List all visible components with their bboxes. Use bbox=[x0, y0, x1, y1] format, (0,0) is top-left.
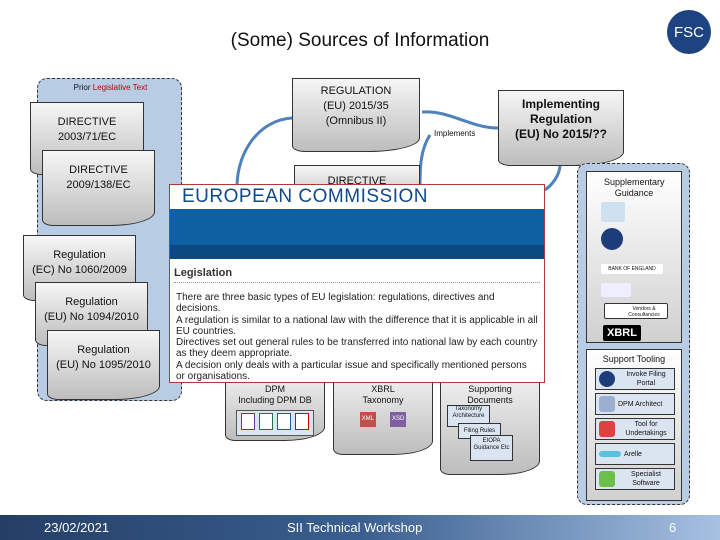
tool-arelle[interactable]: Arelle bbox=[595, 443, 675, 465]
footer-event: SII Technical Workshop bbox=[287, 520, 423, 535]
arelle-icon bbox=[599, 451, 621, 457]
doc-regulation-1095[interactable]: Regulation(EU) No 1095/2010 bbox=[47, 330, 160, 400]
office-file-icons bbox=[236, 410, 314, 436]
ec-banner-stripe bbox=[170, 245, 544, 259]
eiopa-logo bbox=[601, 202, 625, 222]
slide-title: (Some) Sources of Information bbox=[230, 30, 490, 51]
dpm-architect-icon bbox=[599, 396, 615, 412]
doc-eiopa-guidance[interactable]: EIOPA Guidance Etc bbox=[470, 435, 513, 461]
page-number: 6 bbox=[669, 520, 677, 535]
doc-regulation-omnibus[interactable]: REGULATION(EU) 2015/35(Omnibus II) bbox=[292, 78, 420, 152]
xsd-file-icon: XSD bbox=[390, 412, 407, 427]
supplementary-guidance-box: Supplementary Guidance BANK OF ENGLAND V… bbox=[586, 171, 682, 343]
text-line: Directives set out general rules to be t… bbox=[176, 337, 538, 360]
tool-t4u[interactable]: Tool for Undertakings bbox=[595, 418, 675, 440]
tool-dpm-architect[interactable]: DPM Architect bbox=[595, 393, 675, 415]
european-commission-legislation-popup: EUROPEAN COMMISSION Legislation There ar… bbox=[169, 184, 545, 383]
text-line: A regulation is similar to a national la… bbox=[176, 314, 538, 337]
legislation-heading: Legislation bbox=[174, 267, 233, 279]
divider bbox=[174, 282, 540, 283]
supplementary-guidance-title: Supplementary Guidance bbox=[604, 177, 665, 198]
guidance-tooling-panel: Supplementary Guidance BANK OF ENGLAND V… bbox=[577, 163, 690, 505]
support-tooling-box: Support Tooling Invoke Filing Portal DPM… bbox=[586, 349, 682, 501]
t4u-icon bbox=[599, 421, 615, 437]
vendors-consultancies: Vendors & Consultancies bbox=[604, 303, 668, 319]
xml-file-icon: XML bbox=[359, 412, 376, 427]
legislation-text: There are three basic types of EU legisl… bbox=[176, 292, 538, 382]
specialist-software-icon bbox=[599, 471, 615, 487]
ec-header: EUROPEAN COMMISSION bbox=[182, 186, 428, 207]
tool-specialist-software[interactable]: Specialist Software bbox=[595, 468, 675, 490]
ec-banner bbox=[170, 209, 544, 245]
invoke-icon bbox=[599, 371, 615, 387]
partner-logo bbox=[601, 283, 631, 297]
footer-date: 23/02/2021 bbox=[44, 520, 110, 535]
implements-label: Implements bbox=[434, 129, 476, 138]
prior-label: Prior Legislative Text bbox=[73, 83, 148, 92]
bank-of-england-logo: BANK OF ENGLAND bbox=[601, 264, 663, 274]
tool-invoke[interactable]: Invoke Filing Portal bbox=[595, 368, 675, 390]
footer-bar: 23/02/2021 SII Technical Workshop 6 bbox=[0, 515, 720, 540]
text-line: A decision only deals with a particular … bbox=[176, 359, 527, 383]
fsc-logo: FSC bbox=[667, 10, 711, 54]
support-tooling-title: Support Tooling bbox=[602, 354, 666, 364]
xbrl-logo: XBRL bbox=[603, 325, 641, 341]
text-line: There are three basic types of EU legisl… bbox=[176, 292, 495, 315]
fsc-small-logo bbox=[601, 228, 623, 250]
